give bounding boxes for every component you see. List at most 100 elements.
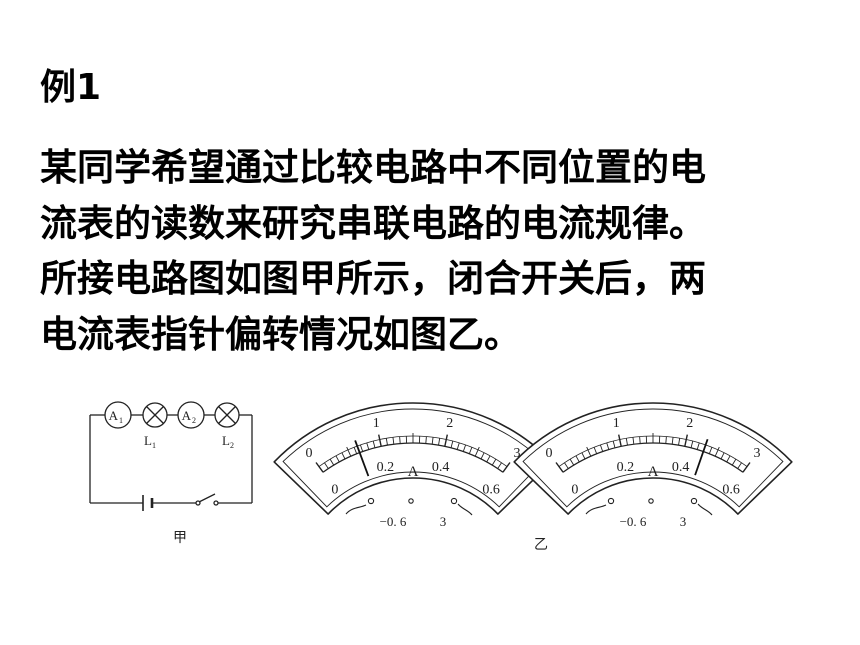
scale-tick (708, 447, 713, 454)
scale-tick (690, 440, 694, 448)
scale-tick (720, 452, 725, 460)
ammeter-2-face (513, 402, 793, 515)
scale-tick (378, 434, 382, 447)
ammeter-1-label: A (109, 408, 119, 423)
lower-scale-label: 0 (331, 482, 338, 497)
ammeter-1-scale-arc (322, 442, 504, 473)
ammeter-1-subscript: 1 (119, 416, 123, 425)
problem-line: 流表的读数来研究串联电路的电流规律。 (40, 201, 706, 245)
lower-scale-label: 0.4 (672, 460, 690, 475)
problem-line: 所接电路图如图甲所示，闭合开关后，两 (40, 257, 706, 300)
scale-tick (737, 462, 742, 469)
scale-tick (474, 446, 480, 457)
terminal-high-label: 3 (440, 514, 447, 529)
scale-tick (714, 446, 720, 457)
scale-tick (315, 462, 324, 473)
terminal-low-label: −0. 6 (380, 514, 407, 529)
ammeter-2-subscript: 2 (192, 416, 196, 425)
scale-tick (586, 446, 592, 457)
ammeter-2-scale-arc (562, 442, 744, 473)
lower-scale-label: 0.6 (722, 482, 740, 497)
scale-tick (399, 436, 401, 444)
circuit-diagram (89, 401, 253, 511)
ammeter-2-label: A (182, 408, 192, 423)
scale-tick (366, 442, 370, 450)
scale-tick (438, 438, 441, 446)
problem-line: 电流表指针偏转情况如图乙。 (40, 312, 521, 356)
scale-tick (491, 458, 497, 466)
scale-tick (731, 458, 737, 466)
scale-tick (606, 442, 610, 450)
scale-tick (480, 452, 485, 460)
upper-scale-label: 0 (545, 446, 552, 461)
lamp-2-label: L (222, 433, 230, 448)
scale-tick (671, 437, 674, 445)
scale-tick (569, 458, 575, 466)
upper-scale-label: 2 (686, 416, 693, 431)
upper-scale-label: 2 (446, 416, 453, 431)
scale-tick (456, 442, 460, 450)
lamp-1-label: L (144, 433, 152, 448)
scale-tick (359, 444, 364, 452)
ammeter-2-terminals (585, 497, 713, 516)
scale-tick (665, 436, 667, 444)
scale-tick (329, 458, 335, 466)
scale-tick (612, 440, 616, 448)
scale-tick (599, 444, 604, 452)
lamp-1-symbol (142, 402, 168, 428)
scale-tick (502, 462, 511, 473)
scale-tick (431, 437, 434, 445)
scale-tick (555, 462, 564, 473)
lamp-2-subscript: 2 (230, 441, 234, 450)
scale-tick (425, 436, 427, 444)
ammeter-2-needle (694, 438, 709, 476)
lower-scale-label: 0.4 (432, 460, 450, 475)
scale-tick (335, 455, 340, 463)
scale-tick (353, 447, 358, 454)
figure: A 1 A 2 L 1 L 2 甲 0 1 2 3 0 0.2 0.4 0.6 A −0. 6 3 0… (89, 401, 793, 553)
scale-tick (468, 447, 473, 454)
scale-tick (696, 442, 700, 450)
example-label: 例1 (40, 67, 102, 108)
scale-tick (497, 462, 502, 469)
circuit-labels: A 1 A 2 L 1 L 2 (109, 408, 234, 450)
lower-scale-label: 0 (571, 482, 578, 497)
unit-label: A (408, 464, 419, 480)
ammeter-2-symbol (177, 401, 205, 429)
problem-line: 某同学希望通过比较电路中不同位置的电 (40, 146, 706, 189)
scale-tick (324, 462, 329, 469)
ammeter-1-face (273, 402, 553, 515)
lamp-2-symbol (214, 402, 240, 428)
scale-tick (385, 438, 388, 446)
ammeter-1-needle (354, 440, 370, 477)
scale-tick (346, 446, 352, 457)
figure-caption-jia: 甲 (173, 530, 187, 546)
upper-scale-label: 1 (613, 416, 620, 431)
problem-text: 某同学希望通过比较电路中不同位置的电 流表的读数来研究串联电路的电流规律。 所接… (40, 140, 830, 362)
ammeter-1-terminals (345, 497, 473, 516)
figure-caption-yi: 乙 (534, 537, 548, 553)
scale-tick (564, 462, 569, 469)
scale-tick (341, 452, 346, 460)
lower-scale-label: 0.2 (617, 460, 635, 475)
scale-tick (372, 440, 376, 448)
ammeter-1-symbol (104, 401, 132, 429)
scale-tick (581, 452, 586, 460)
scale-tick (593, 447, 598, 454)
lower-scale-label: 0.6 (482, 482, 500, 497)
scale-tick (742, 462, 751, 473)
scale-tick (450, 440, 454, 448)
upper-scale-label: 3 (754, 446, 761, 461)
terminal-high-label: 3 (680, 514, 687, 529)
scale-tick (462, 444, 467, 452)
terminal-low-label: −0. 6 (620, 514, 647, 529)
upper-scale-label: 0 (305, 446, 312, 461)
scale-tick (486, 455, 491, 463)
scale-tick (726, 455, 731, 463)
scale-tick (684, 434, 688, 447)
scale-tick (575, 455, 580, 463)
scale-tick (444, 434, 448, 447)
